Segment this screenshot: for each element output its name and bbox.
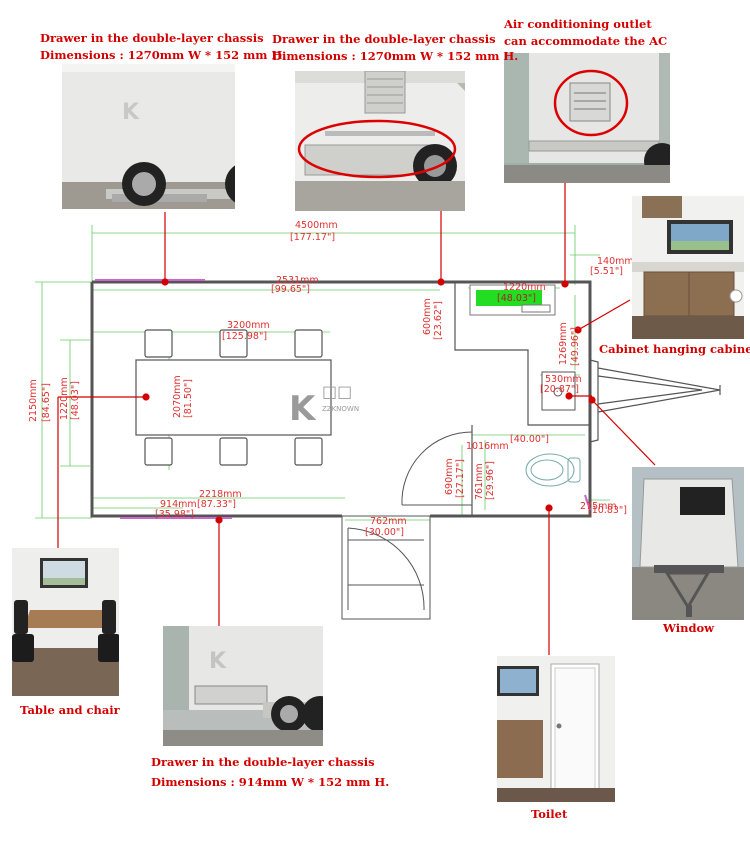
dim-toilet-width-in: [40.00"] bbox=[510, 434, 549, 445]
toilet-fixture bbox=[525, 453, 581, 487]
dim-toilet-drawer-in: [10.83"] bbox=[588, 505, 627, 516]
callout-drawer-center-line1: Drawer in the double-layer chassis bbox=[272, 32, 496, 46]
dim-toilet-width: 1016mm bbox=[466, 441, 509, 452]
inner-walls bbox=[454, 282, 599, 516]
dim-bottom-drawer-in: [35.98"] bbox=[155, 509, 194, 520]
dim-hanging-cab-in: [49.96"] bbox=[570, 327, 581, 366]
dim-tongue-offset: 140mm bbox=[597, 256, 634, 267]
photo-cabinet bbox=[632, 196, 744, 339]
dim-room-length: 2531mm bbox=[276, 275, 319, 286]
dim-door-width-in: [30.00"] bbox=[365, 527, 404, 538]
callout-drawer-bottom: Drawer in the double-layer chassis Dimen… bbox=[151, 752, 389, 792]
photo-ac-outlet bbox=[504, 53, 670, 183]
dim-bottom-run-in: [87.33"] bbox=[197, 499, 236, 510]
dim-table-depth: 2070mm bbox=[172, 375, 183, 418]
dim-overall-length-in: [177.17"] bbox=[290, 232, 335, 243]
chair bbox=[294, 437, 323, 466]
dim-toilet-door-in: [27.17"] bbox=[455, 459, 466, 498]
photo-window bbox=[632, 467, 744, 620]
dim-table-length-in: [125.98"] bbox=[222, 331, 267, 342]
dim-toilet-drawer: 275mm bbox=[580, 501, 617, 512]
wall-drawer-marks bbox=[95, 279, 591, 519]
sink bbox=[541, 371, 576, 411]
callout-drawer-left-line1: Drawer in the double-layer chassis bbox=[40, 31, 264, 45]
callout-toilet: Toilet bbox=[531, 807, 568, 821]
dining-set bbox=[135, 329, 332, 466]
svg-text:K: K bbox=[122, 100, 140, 125]
chair bbox=[219, 437, 248, 466]
dim-cabinet-depth-in: [23.62"] bbox=[433, 301, 444, 340]
dim-ac-width: 1220mm bbox=[503, 282, 546, 293]
entry-door bbox=[341, 515, 431, 620]
toilet-door-swing bbox=[401, 431, 473, 506]
svg-text:K: K bbox=[209, 649, 227, 674]
dim-bench-width: 1220mm bbox=[59, 377, 70, 420]
callout-drawer-bottom-line1: Drawer in the double-layer chassis bbox=[151, 755, 375, 769]
photo-drawer-front bbox=[295, 71, 465, 211]
dim-table-length: 3200mm bbox=[227, 320, 270, 331]
dim-overall-width-in: [84.65"] bbox=[41, 383, 52, 422]
logo-mark: K bbox=[289, 389, 317, 429]
callout-ac-line2: can accommodate the AC bbox=[504, 34, 668, 48]
chair bbox=[219, 329, 248, 358]
callout-cabinet: Cabinet hanging cabinet bbox=[599, 342, 750, 356]
dim-sink: 530mm bbox=[545, 374, 582, 385]
dimension-labels: 4500mm [177.17"] 2531mm [99.65"] 3200mm … bbox=[28, 220, 634, 538]
photo-drawer-side: K bbox=[62, 64, 235, 209]
dim-toilet-depth-in: [29.96"] bbox=[485, 461, 496, 500]
callout-ac-outlet: Air conditioning outlet can accommodate … bbox=[504, 16, 667, 50]
chair bbox=[294, 329, 323, 358]
dim-hanging-cab: 1269mm bbox=[558, 322, 569, 365]
callout-drawer-bottom-line2: Dimensions : 914mm W * 152 mm H. bbox=[151, 775, 390, 789]
dim-overall-length: 4500mm bbox=[295, 220, 338, 231]
dim-table-depth-in: [81.50"] bbox=[183, 379, 194, 418]
dim-toilet-door: 690mm bbox=[444, 458, 455, 495]
callout-drawer-left: Drawer in the double-layer chassis Dimen… bbox=[40, 30, 286, 64]
trailer-tongue bbox=[597, 367, 721, 413]
callout-window: Window bbox=[663, 621, 715, 635]
photo-table-chair bbox=[12, 548, 119, 696]
dim-ac-width-in: [48.03"] bbox=[497, 293, 536, 304]
dim-room-length-in: [99.65"] bbox=[271, 284, 310, 295]
dim-bottom-drawer: 914mm bbox=[160, 499, 197, 510]
ac-unit bbox=[469, 284, 556, 316]
dim-tongue-offset-in: [5.51"] bbox=[590, 266, 623, 277]
callout-drawer-center-line2: Dimensions : 1270mm W * 152 mm H. bbox=[272, 49, 519, 63]
callout-table-chair: Table and chair bbox=[20, 703, 120, 717]
chair bbox=[144, 329, 173, 358]
table bbox=[135, 359, 332, 436]
dim-cabinet-depth: 600mm bbox=[422, 298, 433, 335]
dim-toilet-depth: 761mm bbox=[474, 463, 485, 500]
pointer-lines bbox=[57, 172, 656, 655]
dim-bench-width-in: [48.03"] bbox=[70, 381, 81, 420]
logo-watermark: K □□ ZZKNOWN bbox=[289, 382, 359, 429]
dim-door-width: 762mm bbox=[370, 516, 407, 527]
photo-drawer-bottom: K bbox=[163, 626, 323, 746]
photo-toilet bbox=[497, 656, 615, 802]
callout-drawer-left-line2: Dimensions : 1270mm W * 152 mm H. bbox=[40, 48, 287, 62]
dim-bottom-run: 2218mm bbox=[199, 489, 242, 500]
dim-sink-in: [20.87"] bbox=[540, 384, 579, 395]
callout-drawer-center: Drawer in the double-layer chassis Dimen… bbox=[272, 31, 518, 65]
callout-ac-line1: Air conditioning outlet bbox=[504, 17, 652, 31]
logo-cjk: □□ bbox=[322, 382, 352, 401]
chair bbox=[144, 437, 173, 466]
logo-text: ZZKNOWN bbox=[322, 405, 359, 413]
dim-overall-width: 2150mm bbox=[28, 379, 39, 422]
